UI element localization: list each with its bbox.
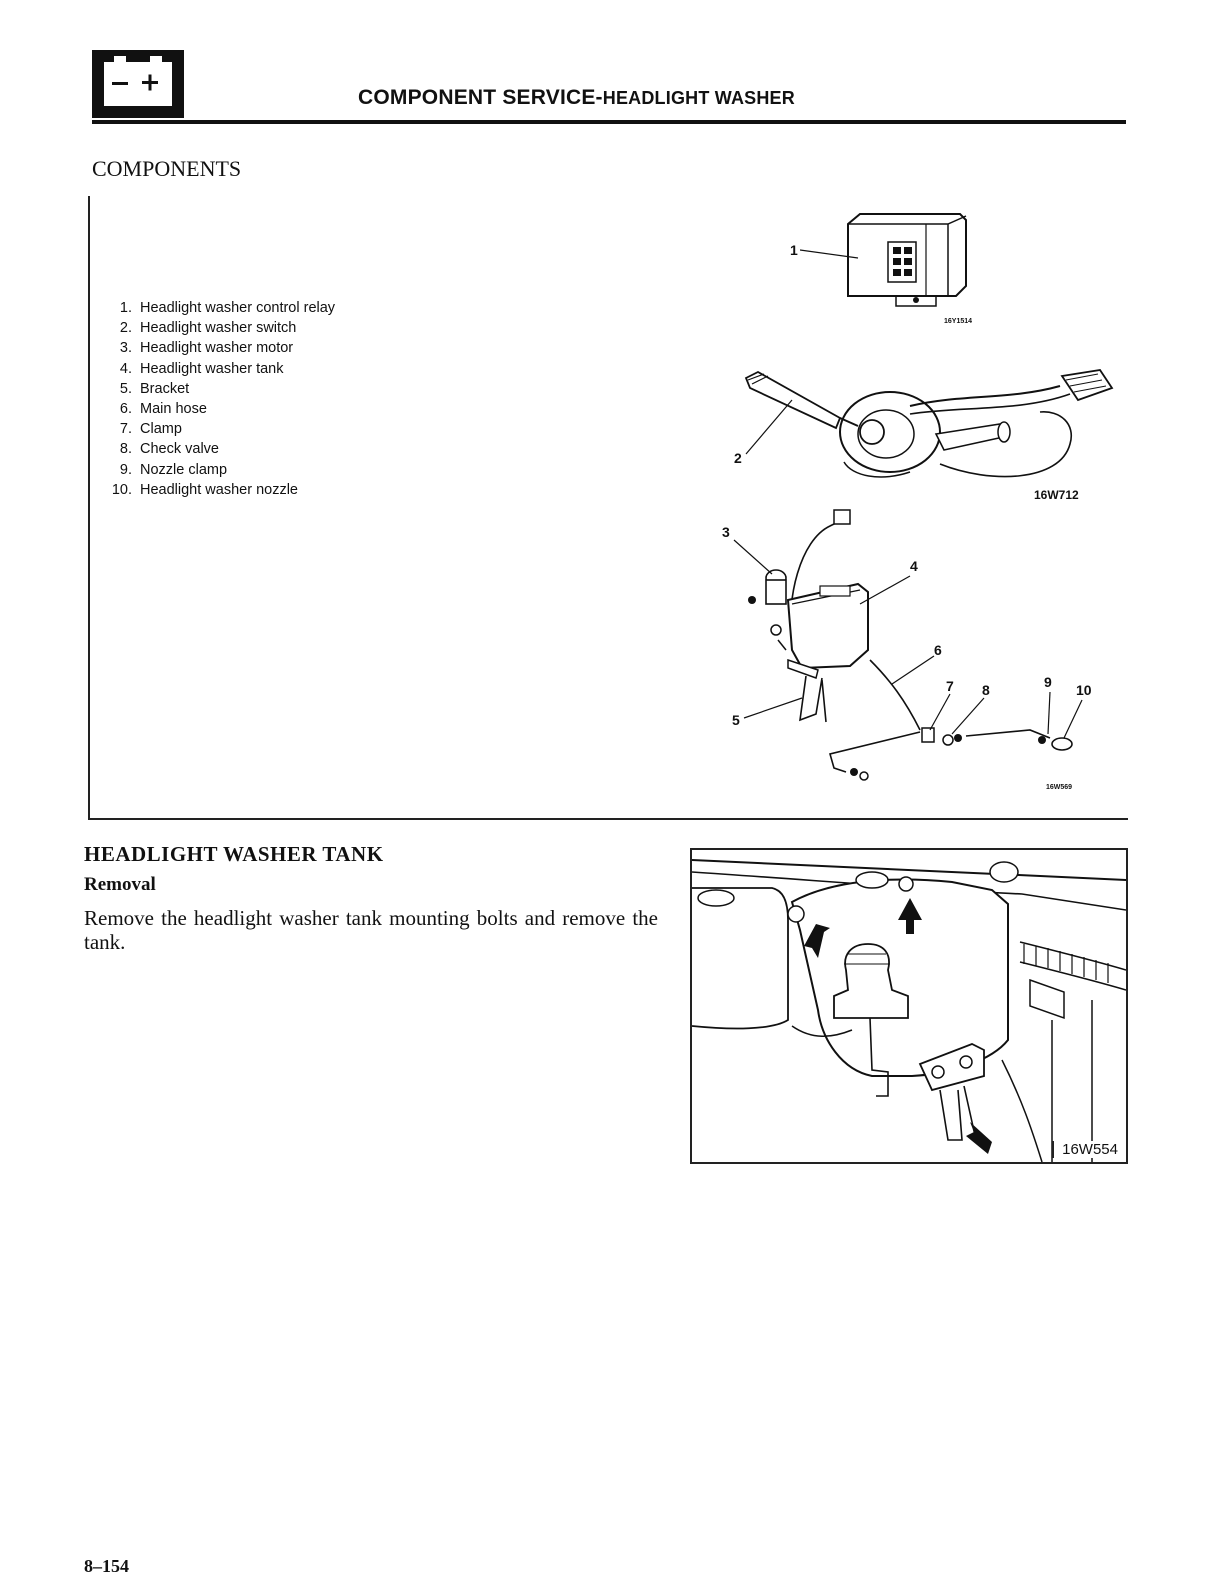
callout-8: 8 bbox=[982, 682, 990, 698]
leader-line bbox=[1047, 691, 1051, 735]
figure-code-switch: 16W712 bbox=[1034, 488, 1079, 502]
leader-line bbox=[745, 399, 793, 455]
figure-code-relay: 16Y1514 bbox=[944, 318, 973, 325]
callout-10: 10 bbox=[1076, 682, 1092, 698]
callout-3: 3 bbox=[722, 524, 730, 540]
leader-line bbox=[733, 539, 773, 575]
relay-illustration bbox=[847, 213, 967, 307]
callout-9: 9 bbox=[1044, 674, 1052, 690]
list-item: 1.Headlight washer control relay bbox=[119, 300, 336, 316]
header-rule bbox=[92, 120, 1126, 124]
list-item: 7.Clamp bbox=[119, 421, 182, 438]
page-title: COMPONENT SERVICE-HEADLIGHT WASHER bbox=[358, 86, 795, 109]
list-item: 5.Bracket bbox=[119, 380, 190, 397]
leader-line bbox=[800, 249, 859, 259]
list-item: 9.Nozzle clamp bbox=[119, 461, 228, 478]
parts-list: 1.Headlight washer control relay 2.Headl… bbox=[104, 298, 335, 500]
page-number: 8–154 bbox=[84, 1556, 129, 1576]
list-item: 10.Headlight washer nozzle bbox=[111, 481, 298, 498]
tank-assembly-illustration bbox=[748, 509, 1073, 781]
figure-code-tank-assembly: 16W569 bbox=[1046, 784, 1073, 791]
callout-1: 1 bbox=[790, 242, 798, 258]
callout-6: 6 bbox=[934, 642, 942, 658]
list-item: 4.Headlight washer tank bbox=[119, 360, 284, 377]
list-item: 2.Headlight washer switch bbox=[119, 320, 297, 337]
removal-instructions: Remove the headlight washer tank mountin… bbox=[84, 906, 658, 954]
switch-illustration bbox=[744, 369, 1114, 478]
components-heading: COMPONENTS bbox=[92, 156, 242, 181]
battery-icon bbox=[92, 50, 184, 118]
callout-2: 2 bbox=[734, 450, 742, 466]
leader-line bbox=[929, 693, 951, 731]
engine-bay-drawing bbox=[692, 859, 1126, 1162]
tank-section-heading: HEADLIGHT WASHER TANK bbox=[84, 842, 384, 866]
removal-heading: Removal bbox=[84, 874, 156, 895]
tank-removal-illustration: 16W554 bbox=[690, 848, 1128, 1164]
callout-7: 7 bbox=[946, 678, 954, 694]
leader-line bbox=[891, 655, 935, 685]
leader-line bbox=[1063, 699, 1083, 739]
callout-5: 5 bbox=[732, 712, 740, 728]
callout-4: 4 bbox=[910, 558, 918, 574]
list-item: 3.Headlight washer motor bbox=[119, 340, 294, 357]
figure-code-photo: 16W554 bbox=[1052, 1141, 1120, 1158]
leader-line bbox=[859, 575, 911, 605]
list-item: 8.Check valve bbox=[119, 441, 219, 458]
leader-line bbox=[951, 697, 985, 735]
list-item: 6.Main hose bbox=[119, 400, 207, 417]
leader-line bbox=[743, 697, 803, 719]
components-frame bbox=[88, 196, 1128, 820]
